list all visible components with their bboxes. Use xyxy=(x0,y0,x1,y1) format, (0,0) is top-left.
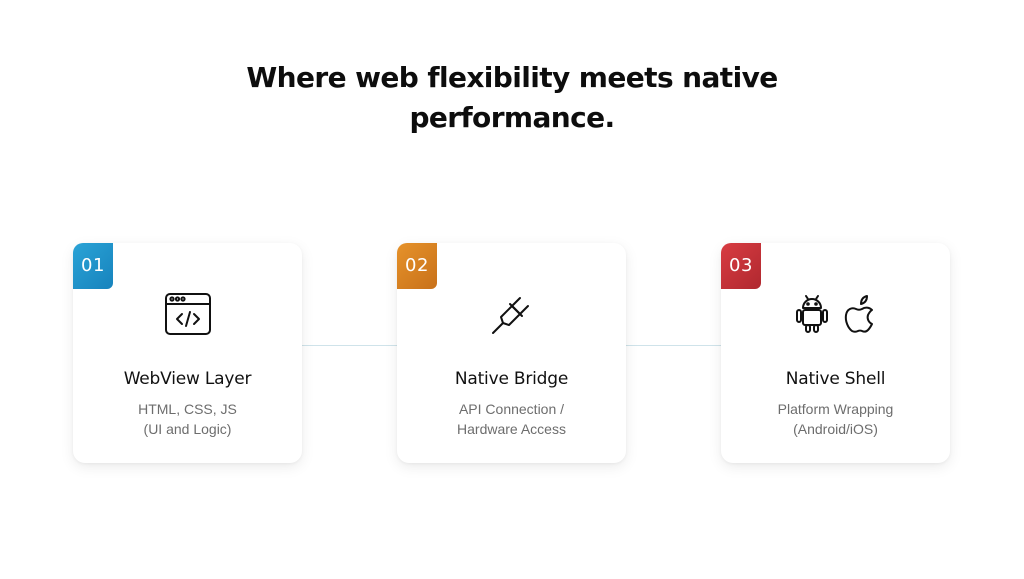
card-title: WebView Layer xyxy=(123,369,252,389)
card-description: HTML, CSS, JS (UI and Logic) xyxy=(73,399,302,439)
card-desc-line-2: Hardware Access xyxy=(457,421,566,437)
card-desc-line-2: (Android/iOS) xyxy=(793,421,878,437)
page-title: Where web flexibility meets native perfo… xyxy=(0,58,1024,138)
step-badge: 02 xyxy=(397,243,437,289)
card-desc-line-1: Platform Wrapping xyxy=(777,401,894,417)
card-title: Native Bridge xyxy=(454,369,569,389)
title-line-2: performance. xyxy=(409,101,615,134)
card-description: Platform Wrapping (Android/iOS) xyxy=(721,399,950,439)
step-card-native-bridge: 02 Native Bridge API Connection / Hardwa… xyxy=(397,243,626,463)
card-desc-line-2: (UI and Logic) xyxy=(143,421,232,437)
connector-line-1-2 xyxy=(302,345,397,346)
connector-line-2-3 xyxy=(626,345,721,346)
step-badge: 03 xyxy=(721,243,761,289)
browser-code-icon xyxy=(164,292,212,341)
card-desc-line-1: API Connection / xyxy=(458,401,565,417)
card-desc-line-1: HTML, CSS, JS xyxy=(138,401,237,417)
step-badge: 01 xyxy=(73,243,113,289)
android-icon xyxy=(795,294,829,339)
step-card-native-shell: 03 Native Shell Platform Wrap xyxy=(721,243,950,463)
card-description: API Connection / Hardware Access xyxy=(397,399,626,439)
apple-icon xyxy=(843,294,877,339)
card-title: Native Shell xyxy=(785,369,886,389)
plug-icon xyxy=(490,292,534,341)
step-card-webview-layer: 01 WebView Layer HTML, CSS, JS (UI and L… xyxy=(73,243,302,463)
title-line-1: Where web flexibility meets native xyxy=(246,61,778,94)
